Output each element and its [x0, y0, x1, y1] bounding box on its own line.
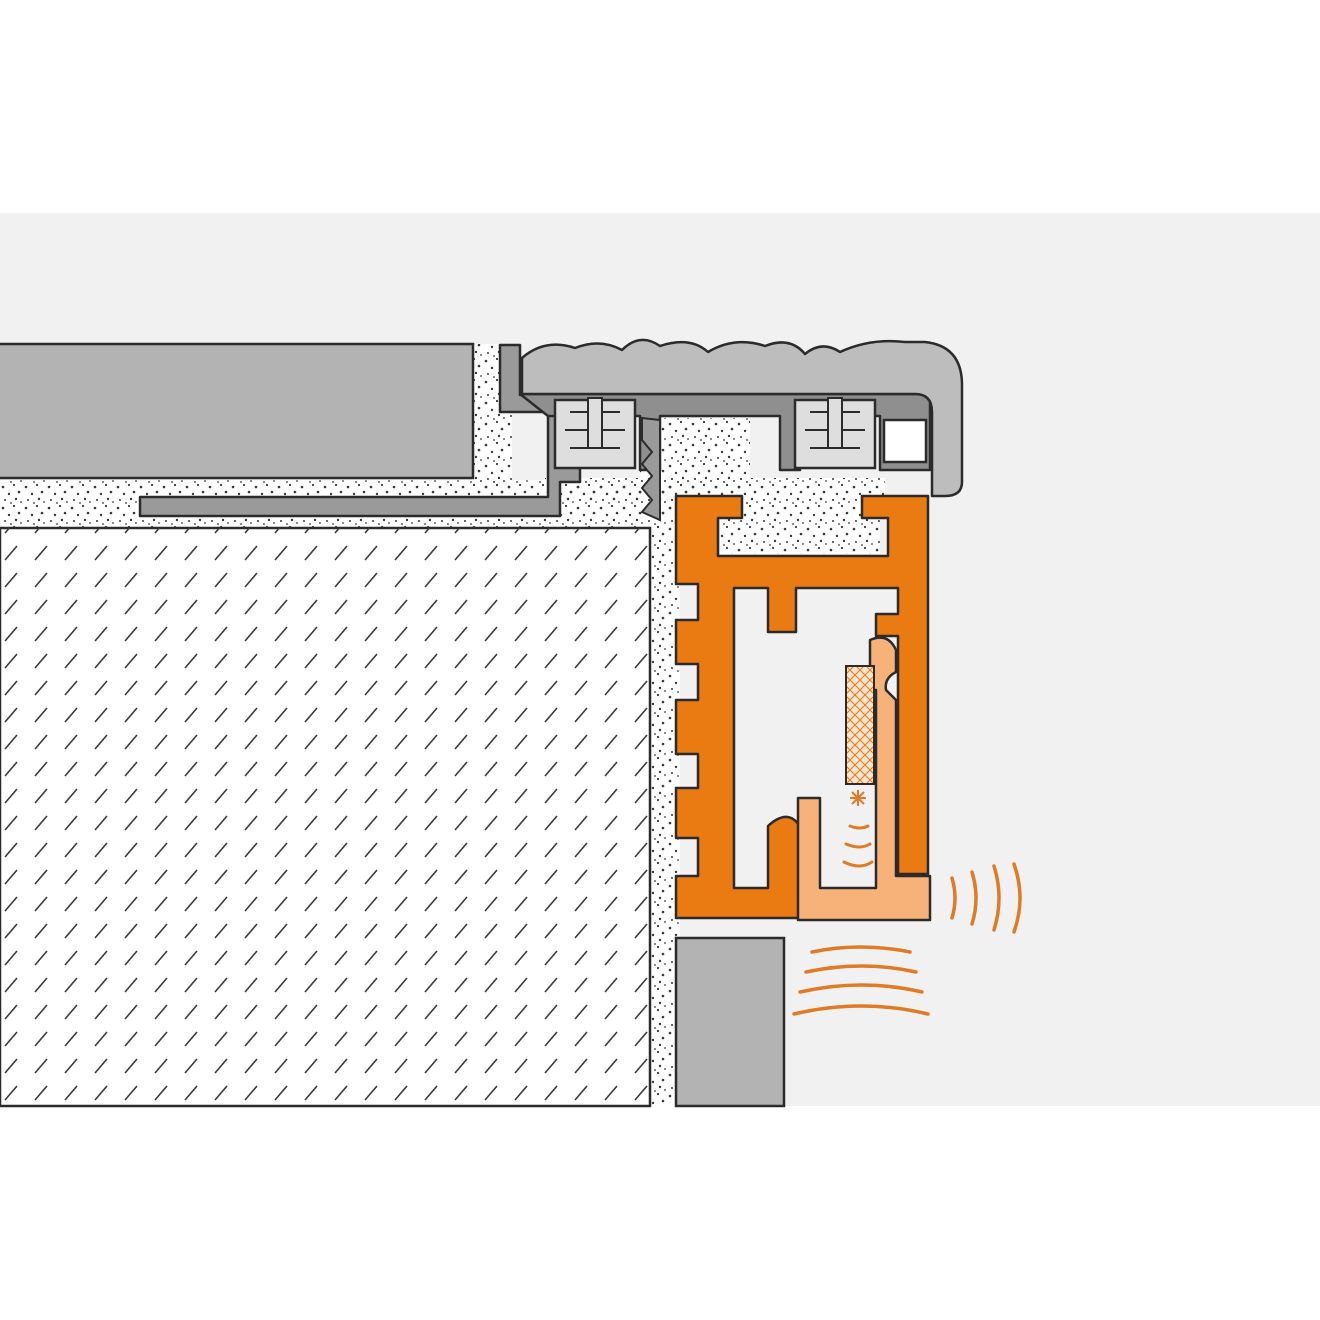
light-wave-icon: [842, 824, 874, 868]
nosing-grip-surface: [520, 338, 964, 498]
insert-clip-right: [793, 397, 877, 470]
led-diffuser-carrier: [796, 636, 932, 922]
tread-tile: [0, 342, 475, 480]
light-wave-icon: [792, 945, 930, 1016]
led-strip: [845, 665, 875, 785]
nosing-serrated-anchor: [640, 416, 661, 522]
screed-substrate: [0, 526, 652, 1108]
led-spark-icon: [850, 790, 866, 806]
insert-clip-left: [553, 397, 637, 470]
nosing-chamber: [882, 418, 928, 464]
riser-tile: [674, 936, 786, 1108]
light-wave-icon: [950, 862, 1022, 934]
led-profile-housing: [674, 494, 930, 920]
